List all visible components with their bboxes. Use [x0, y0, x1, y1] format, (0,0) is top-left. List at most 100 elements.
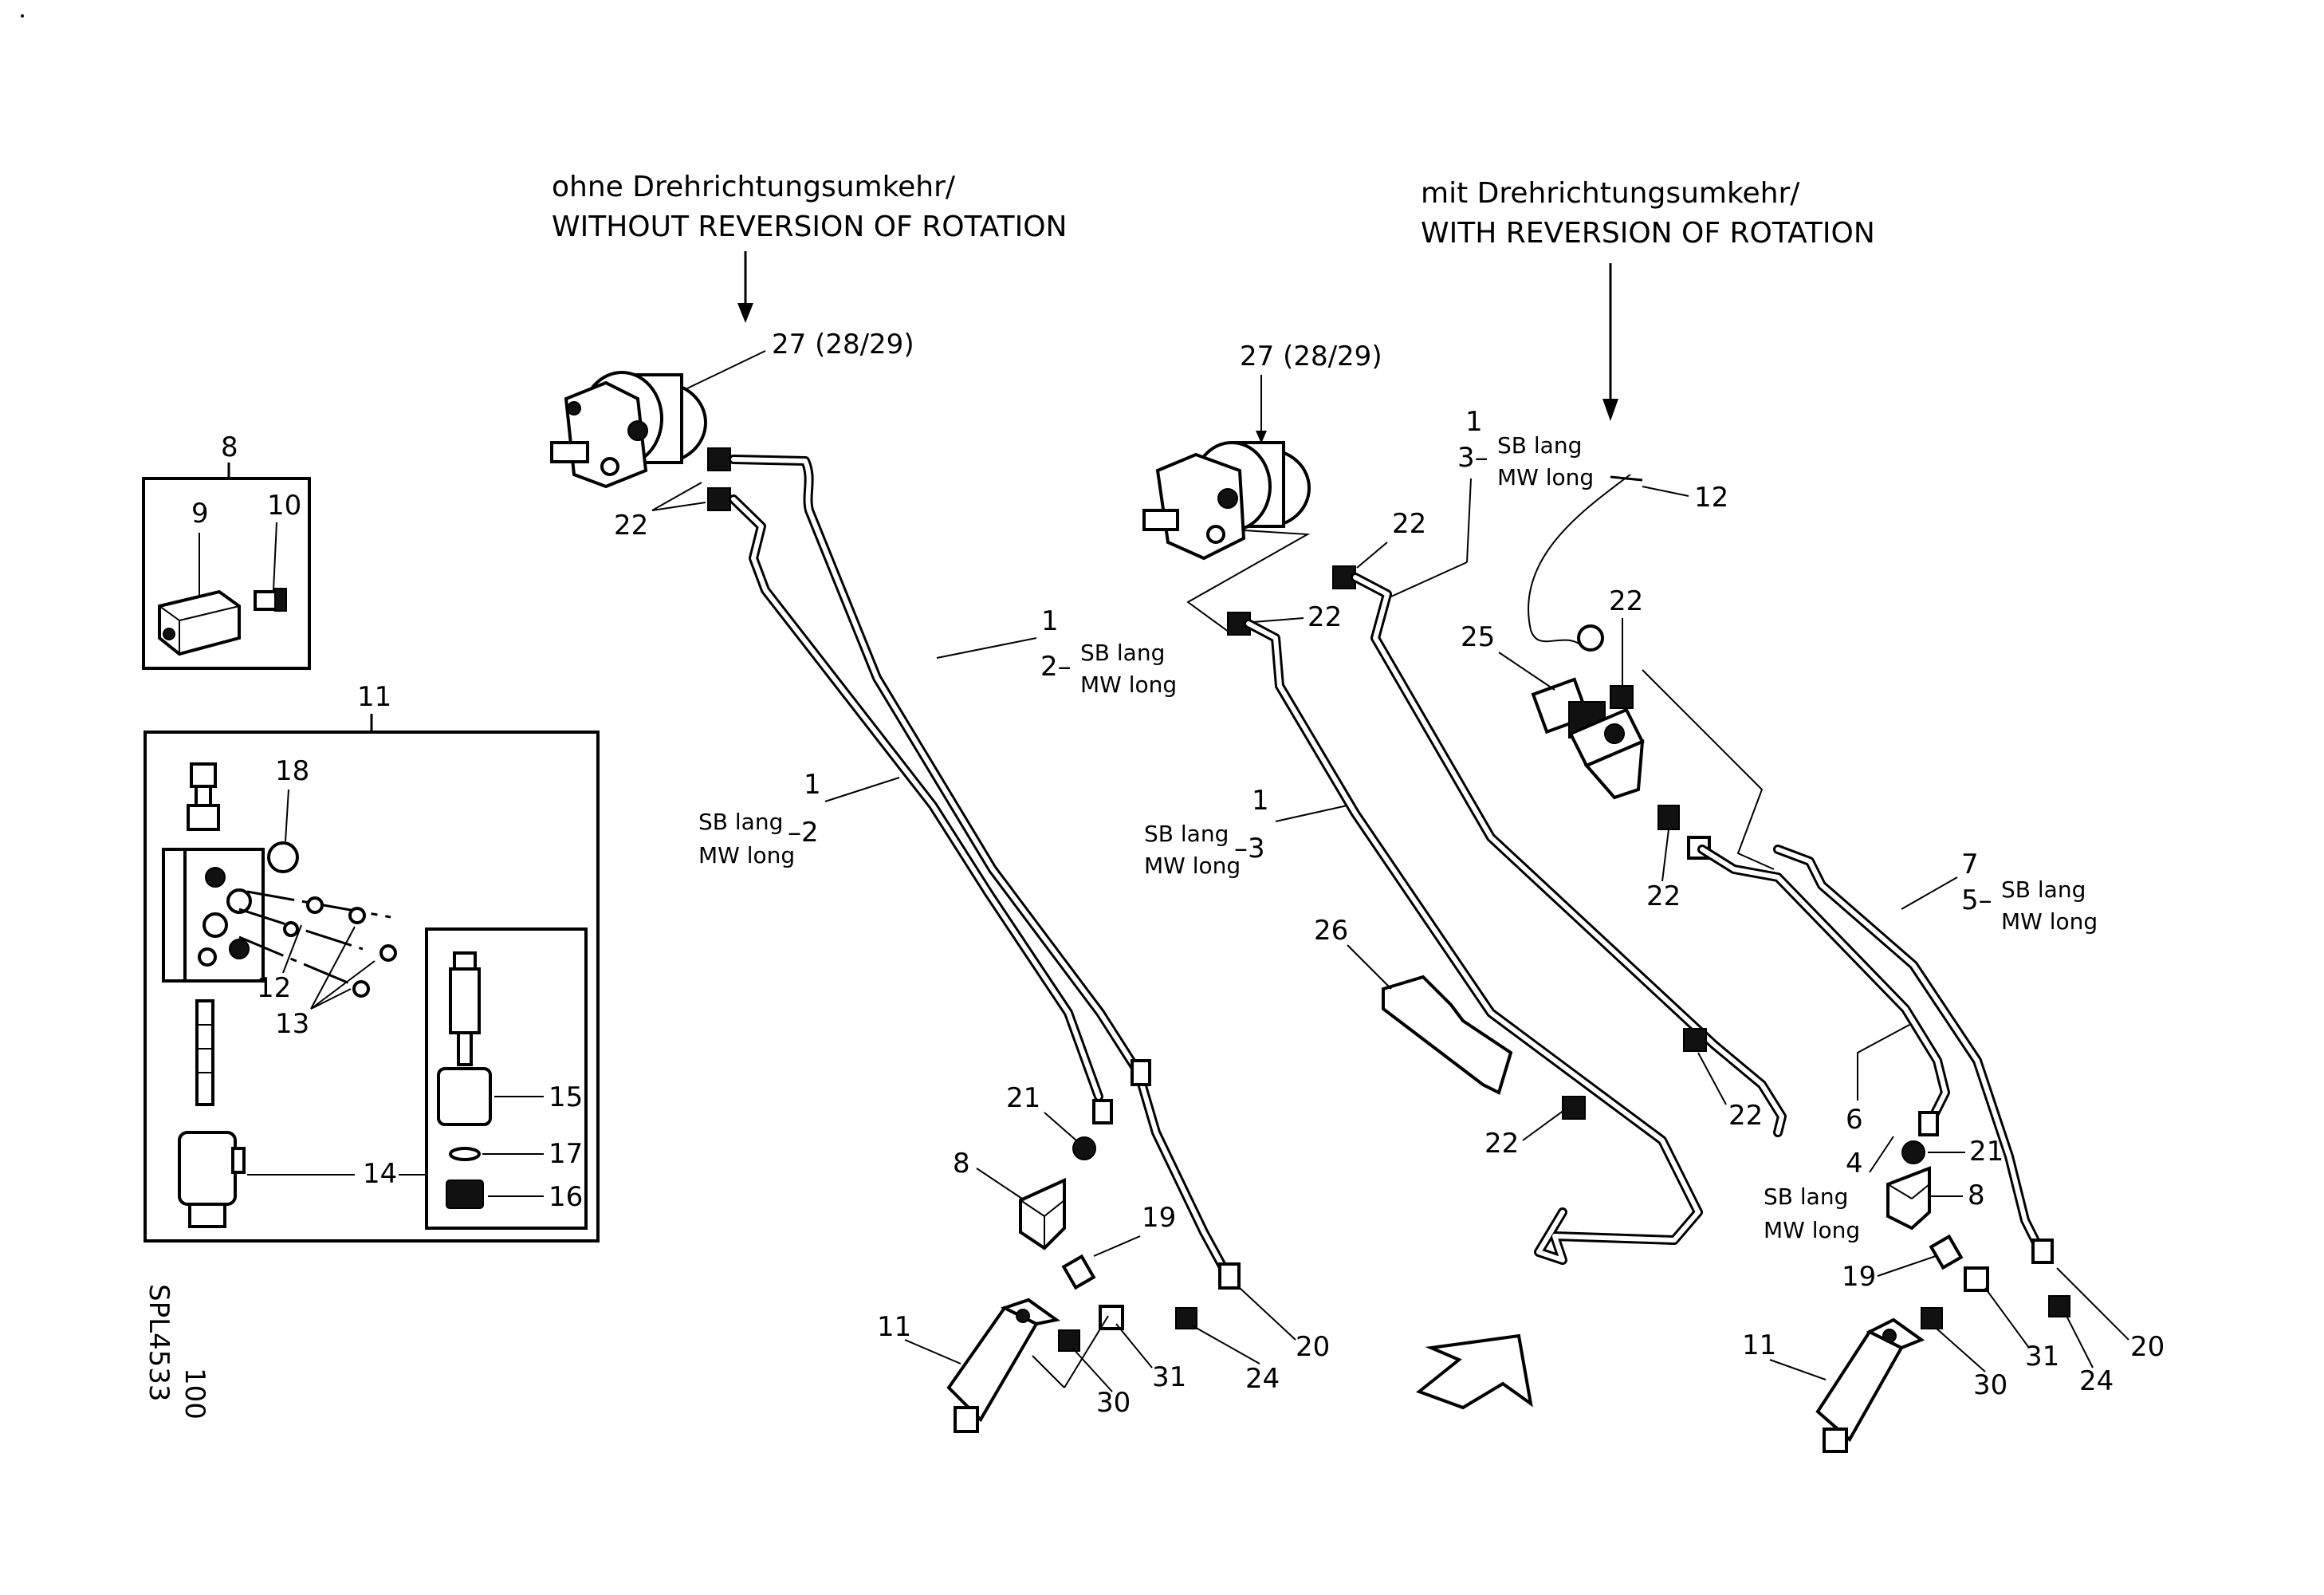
callout-17: 17 — [549, 1138, 583, 1170]
callout-26: 26 — [1314, 915, 1348, 947]
callout-8-left: 8 — [953, 1148, 970, 1180]
callout-14: 14 — [363, 1158, 397, 1190]
left-assembly: 27 (28/29) 22 1 2– SB lang MW long 1 SB … — [550, 329, 1330, 1433]
callout-4: 4 — [1846, 1148, 1863, 1180]
header-left-arrowhead — [737, 303, 753, 323]
callout-15: 15 — [549, 1081, 583, 1113]
callout-19-left: 19 — [1142, 1202, 1176, 1234]
callout-12-right: 12 — [1694, 482, 1728, 514]
callout-20-left: 20 — [1296, 1331, 1330, 1363]
washer-17 — [449, 1147, 481, 1161]
callout-12-box: 12 — [257, 972, 291, 1004]
valve-25 — [1531, 624, 1645, 800]
callout-22-right-b: 22 — [1307, 601, 1342, 633]
seal-13c — [352, 980, 370, 998]
callout-21-left: 21 — [1006, 1082, 1040, 1114]
callout-8-box: 8 — [221, 431, 238, 463]
note-sb-2: SB lang — [698, 809, 783, 835]
note-sb-3: SB lang — [1497, 432, 1582, 459]
callout-11-left: 11 — [877, 1311, 911, 1343]
seal-12a — [306, 896, 324, 914]
valve-block-9 — [158, 589, 241, 656]
callout-27-left: 27 (28/29) — [772, 329, 914, 360]
pipe-left-inner — [729, 494, 1103, 1101]
callout-30-left: 30 — [1096, 1387, 1131, 1419]
pipe-left-to-20 — [1134, 1068, 1233, 1281]
header-left: ohne Drehrichtungsumkehr/ WITHOUT REVERS… — [552, 171, 1067, 323]
header-right-en: WITH REVERSION OF ROTATION — [1421, 217, 1875, 250]
callout-2-left-b: –2 — [788, 817, 819, 849]
note-mw-5: MW long — [2001, 908, 2098, 935]
callout-10: 10 — [267, 490, 301, 522]
cap-18 — [267, 841, 299, 873]
callout-11-right: 11 — [1742, 1329, 1776, 1361]
header-right: mit Drehrichtungsumkehr/ WITH REVERSION … — [1421, 177, 1875, 421]
note-mw-1: MW long — [1080, 671, 1177, 698]
header-left-de: ohne Drehrichtungsumkehr/ — [552, 171, 956, 203]
callout-1-left-a: 1 — [1041, 605, 1059, 637]
corner-mark — [21, 14, 24, 18]
callout-20-right: 20 — [2130, 1331, 2165, 1363]
motor-right — [1142, 441, 1311, 561]
note-sb-4: SB lang — [1144, 821, 1229, 847]
callout-1-right-a: 1 — [1465, 406, 1483, 438]
callout-7: 7 — [1961, 849, 1979, 880]
callout-22-right-a: 22 — [1392, 508, 1426, 540]
box-8-frame — [142, 477, 311, 670]
note-mw-2: MW long — [698, 842, 795, 868]
seal-13b — [379, 944, 397, 962]
drawing-rev: 100 — [179, 1368, 210, 1420]
box-14-inner-frame — [425, 927, 588, 1230]
callout-22-left: 22 — [614, 510, 648, 542]
seal-12b — [283, 921, 299, 937]
callout-22-right-c: 22 — [1484, 1128, 1519, 1160]
callout-6: 6 — [1846, 1104, 1863, 1136]
callout-30-right: 30 — [1973, 1369, 2007, 1401]
callout-2-left-a: 2– — [1040, 651, 1072, 683]
callout-8-right: 8 — [1968, 1180, 1985, 1211]
seal-13a — [348, 907, 366, 924]
callout-1-left-b: 1 — [804, 769, 821, 801]
header-right-arrowhead — [1602, 399, 1618, 421]
callout-9: 9 — [191, 498, 209, 530]
callout-22-right-f: 22 — [1646, 880, 1681, 912]
note-sb-1: SB lang — [1080, 640, 1165, 666]
drawing-code: SPL4533 — [143, 1284, 175, 1402]
callout-21-right: 21 — [1969, 1136, 2004, 1168]
callout-19-right: 19 — [1842, 1261, 1876, 1293]
header-left-en: WITHOUT REVERSION OF ROTATION — [552, 211, 1067, 243]
callout-24-left: 24 — [1245, 1363, 1280, 1395]
callout-3-right-b: –3 — [1234, 833, 1265, 864]
valve-block-8-right — [1886, 1166, 1931, 1231]
callout-18: 18 — [275, 755, 309, 787]
note-mw-6: MW long — [1764, 1217, 1860, 1243]
motor-left — [550, 371, 707, 489]
right-assembly: 27 (28/29) 22 22 1 3– SB lang MW long 1 … — [1142, 341, 2165, 1453]
callout-27-right: 27 (28/29) — [1240, 341, 1382, 372]
callout-22-right-d: 22 — [1728, 1100, 1763, 1132]
callout-16: 16 — [549, 1181, 583, 1213]
callout-5: 5– — [1961, 884, 1992, 916]
callout-13: 13 — [275, 1008, 309, 1040]
callout-24-right: 24 — [2079, 1365, 2114, 1397]
callout-11-box: 11 — [357, 681, 391, 713]
valve-11-left — [946, 1298, 1060, 1433]
callout-22-right-e: 22 — [1609, 585, 1643, 617]
callout-25: 25 — [1461, 621, 1495, 653]
nut-16 — [446, 1180, 484, 1209]
sensor-cable-12 — [1528, 474, 1631, 647]
coil-15 — [437, 1067, 492, 1126]
box-11-frame — [144, 731, 600, 1243]
detail-box-11: 11 18 12 13 — [144, 681, 600, 1243]
note-mw-4: MW long — [1144, 853, 1241, 879]
header-right-de: mit Drehrichtungsumkehr/ — [1421, 177, 1800, 210]
drawing-reference: SPL4533 100 — [143, 1284, 210, 1420]
note-sb-6: SB lang — [1764, 1183, 1848, 1210]
detail-box-8: 8 9 10 — [142, 431, 311, 670]
solenoid-14 — [178, 1131, 237, 1206]
plate-26 — [1382, 975, 1513, 1095]
note-mw-3: MW long — [1497, 464, 1594, 490]
callout-31-right: 31 — [2025, 1341, 2059, 1372]
callout-31-left: 31 — [1152, 1361, 1186, 1393]
